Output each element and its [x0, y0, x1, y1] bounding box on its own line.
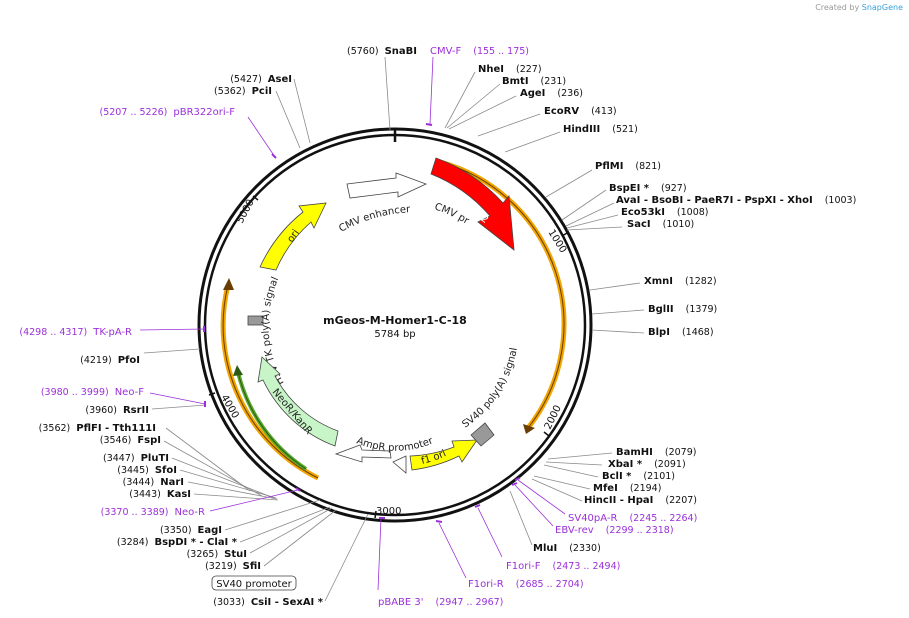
enzyme-avai-group: AvaI - BsoBI - PaeR7I - PspXI - XhoI(100…: [616, 195, 856, 206]
feature-svpromoter-arrow: [392, 455, 407, 474]
enzyme-asei: (5427)AseI: [230, 74, 292, 85]
enzyme-mfei: MfeI(2194): [593, 483, 661, 494]
tick-3000: 3000: [376, 506, 401, 517]
snapgene-brand: SnapGene: [861, 3, 903, 12]
enzyme-eco53ki: Eco53kI(1008): [621, 207, 709, 218]
enzyme-bamhi: BamHI(2079): [616, 447, 696, 458]
enzyme-mlui: MluI(2330): [533, 543, 601, 554]
snapgene-credit: Created by SnapGene: [815, 3, 903, 12]
feature-neor-kanr-label: NeoR/KanR: [270, 387, 314, 437]
position-ticks: [208, 195, 568, 519]
enzyme-saci: SacI(1010): [627, 219, 694, 230]
feature-f1-ori: [409, 439, 478, 471]
enzyme-stui: (3265)StuI: [187, 549, 247, 560]
enzyme-xmni: XmnI(1282): [644, 276, 717, 287]
primer-sv40pa-r: SV40pA-R(2245 .. 2264): [568, 513, 697, 524]
sv40-promoter-box: [211, 575, 297, 591]
credit-prefix: Created by: [815, 3, 860, 12]
enzyme-ecorv: EcoRV(413): [544, 106, 617, 117]
enzyme-hincii-hpai: HincII - HpaI(2207): [584, 495, 697, 506]
primer-f1ori-r: F1ori-R(2685 .. 2704): [468, 579, 584, 590]
orange-track-right-head: [523, 424, 535, 434]
enzyme-bspdi-clai: (3284)BspDI * - ClaI *: [117, 537, 238, 548]
primer-pbabe-3: pBABE 3'(2947 .. 2967): [378, 597, 503, 608]
orange-track-left-core: [222, 284, 319, 479]
feature-neor-kanr: [257, 356, 339, 447]
primer-leaders: [139, 56, 566, 591]
feature-cmv-promoter: [346, 172, 428, 199]
enzyme-pluti: (3447)PluTI: [103, 453, 169, 464]
enzyme-kasi: (3443)KasI: [129, 489, 191, 500]
enzyme-leaders: [143, 56, 645, 602]
enzyme-bcli: BclI *(2101): [602, 471, 675, 482]
enzyme-nari: (3444)NarI: [123, 477, 184, 488]
enzyme-hindiii: HindIII(521): [563, 124, 638, 135]
enzyme-labels-right: (5760)SnaBI NheI(227) BmtI(231) AgeI(236…: [347, 46, 856, 554]
enzyme-bspei: BspEI *(927): [609, 183, 687, 194]
plasmid-name: mGeos-M-Homer1-C-18: [323, 314, 467, 327]
feature-hsv-tk-polya: [247, 315, 264, 326]
enzyme-csii-sexai: (3033)CsiI - SexAI *: [213, 597, 324, 608]
orange-track-left-head: [223, 278, 234, 290]
green-track-neo-core: [237, 371, 307, 470]
enzyme-snabi: (5760)SnaBI: [347, 46, 417, 57]
primer-ebv-rev: EBV-rev(2299 .. 2318): [555, 525, 674, 536]
enzyme-agei: AgeI(236): [520, 88, 583, 99]
enzyme-pflmi: PflMI(821): [595, 161, 661, 172]
orange-track-right-core: [439, 161, 565, 429]
enzyme-bglii: BglII(1379): [648, 304, 717, 315]
primer-pbr322ori-f: (5207 .. 5226)pBR322ori-F: [100, 107, 236, 118]
enzyme-xbai: XbaI *(2091): [608, 459, 686, 470]
enzyme-pcii: (5362)PciI: [214, 86, 272, 97]
enzyme-bmti: BmtI(231): [502, 76, 566, 87]
plasmid-length: 5784 bp: [374, 329, 415, 340]
primer-labels: CMV-F(155 .. 175) (5207 .. 5226)pBR322or…: [19, 46, 697, 608]
feature-ampr-promoter: [334, 444, 392, 463]
enzyme-eagi: (3350)EagI: [160, 525, 222, 536]
feature-cmv-enhancer-label: CMV enhancer: [337, 204, 411, 235]
enzyme-sfoi: (3445)SfoI: [117, 465, 177, 476]
tick-5000: 5000: [235, 198, 257, 226]
feature-ori: [259, 202, 327, 271]
enzyme-pflfi-tth111i: (3562)PflFI - Tth111I: [39, 423, 156, 434]
primer-f1ori-f: F1ori-F(2473 .. 2494): [506, 561, 620, 572]
enzyme-nhei: NheI(227): [478, 64, 542, 75]
primer-neo-r: (3370 .. 3389)Neo-R: [101, 507, 205, 518]
enzyme-sfii: (3219)SfiI: [205, 561, 261, 572]
enzyme-labels-left: (5427)AseI (5362)PciI (4219)PfoI (3960)R…: [39, 74, 324, 608]
enzyme-pfoi: (4219)PfoI: [80, 355, 140, 366]
feature-meos2: [430, 157, 515, 251]
primer-cmv-f: CMV-F(155 .. 175): [430, 46, 529, 57]
primer-neo-f: (3980 .. 3999)Neo-F: [41, 387, 144, 398]
feature-sv40-polya-label: SV40 poly(A) signal: [460, 347, 519, 431]
sv40-promoter-label: SV40 promoter: [216, 579, 292, 590]
primer-marks: [203, 123, 521, 523]
primer-tk-pa-r: (4298 .. 4317)TK-pA-R: [19, 327, 132, 338]
enzyme-blpi: BlpI(1468): [648, 327, 714, 338]
green-track-neo-head: [233, 365, 243, 376]
enzyme-rsrii: (3960)RsrII: [85, 405, 149, 416]
feature-sv40-polya: [470, 422, 495, 447]
enzyme-fspi: (3546)FspI: [100, 435, 161, 446]
